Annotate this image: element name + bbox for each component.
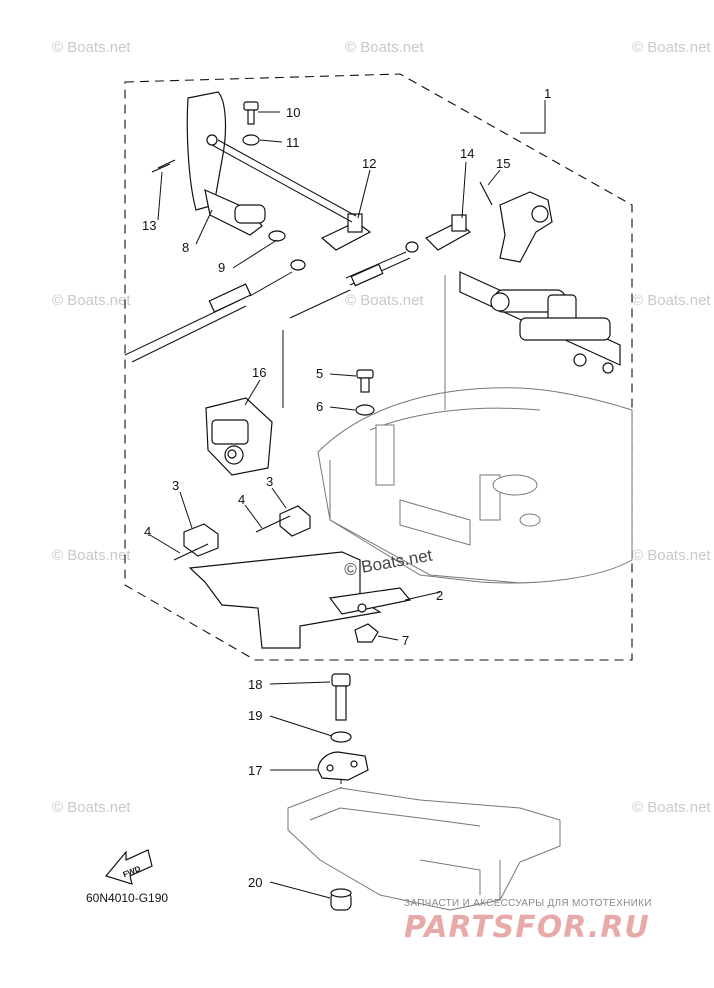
callout-8: 8 <box>182 240 189 255</box>
watermark: © Boats.net <box>632 547 711 564</box>
watermark: © Boats.net <box>52 547 131 564</box>
callout-11: 11 <box>286 135 300 150</box>
diagram-code: 60N4010-G190 <box>86 891 168 905</box>
callout-3: 3 <box>266 474 273 489</box>
callout-20: 20 <box>248 875 262 890</box>
shift-linkage <box>459 271 621 374</box>
callout-16: 16 <box>252 365 266 380</box>
shop-brand: PARTSFOR.RU <box>404 910 650 945</box>
bushing <box>330 888 352 911</box>
watermark: © Boats.net <box>345 39 424 56</box>
grommet <box>205 397 273 476</box>
mount-hardware <box>317 673 369 870</box>
callout-4: 4 <box>144 524 151 539</box>
cable-joints <box>320 213 472 251</box>
callout-13: 13 <box>142 218 156 233</box>
watermark: © Boats.net <box>632 292 711 309</box>
swivel-bracket <box>287 787 561 911</box>
callout-15: 15 <box>496 156 510 171</box>
bracket-arm <box>499 191 553 263</box>
bracket-plate <box>188 551 412 649</box>
engine-housing <box>317 275 633 584</box>
callout-4: 4 <box>238 492 245 507</box>
hardware <box>151 101 493 416</box>
callout-2: 2 <box>436 588 443 603</box>
shop-tagline: ЗАПЧАСТИ И АКСЕССУАРЫ ДЛЯ МОТОТЕХНИКИ <box>404 898 652 909</box>
callout-17: 17 <box>248 763 262 778</box>
watermark: © Boats.net <box>52 292 131 309</box>
callout-7: 7 <box>402 633 409 648</box>
watermark: © Boats.net <box>632 39 711 56</box>
callout-14: 14 <box>460 146 474 161</box>
callout-9: 9 <box>218 260 225 275</box>
callout-10: 10 <box>286 105 300 120</box>
callout-5: 5 <box>316 366 323 381</box>
clamps <box>173 505 311 561</box>
watermark: © Boats.net <box>632 799 711 816</box>
fwd-arrow: FWD <box>104 849 153 885</box>
watermark: © Boats.net <box>52 39 131 56</box>
shift-lever <box>186 91 266 236</box>
callout-1: 1 <box>544 86 551 101</box>
watermark: © Boats.net <box>52 799 131 816</box>
watermark: © Boats.net <box>345 292 424 309</box>
callout-6: 6 <box>316 399 323 414</box>
callout-18: 18 <box>248 677 262 692</box>
callout-3: 3 <box>172 478 179 493</box>
assembly-boundary <box>124 73 633 661</box>
callout-19: 19 <box>248 708 262 723</box>
callouts: 1 2 3 3 4 4 5 6 7 8 9 10 11 12 13 14 15 … <box>142 86 551 890</box>
cables <box>124 251 411 408</box>
leader-lines <box>149 100 546 899</box>
callout-12: 12 <box>362 156 376 171</box>
